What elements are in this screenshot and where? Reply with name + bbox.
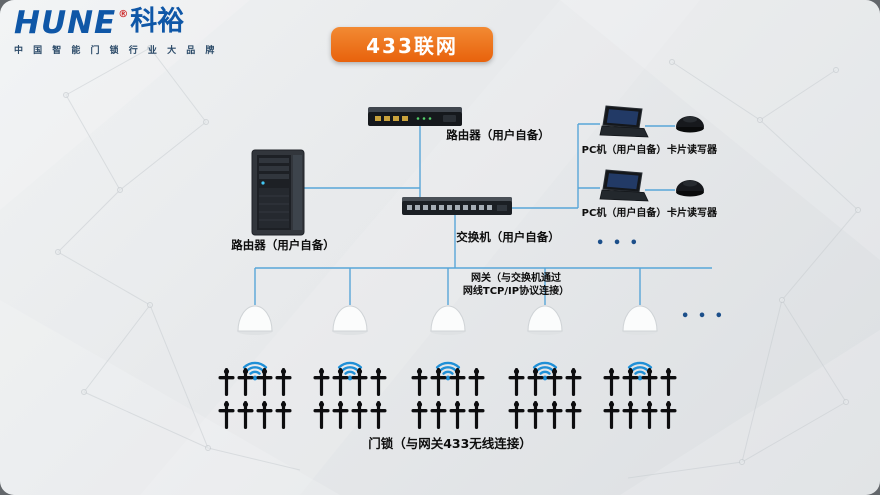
more-gateways-ellipsis: • • • <box>681 309 725 324</box>
card-reader-2 <box>676 180 704 197</box>
gateway-label-line1: 网关（与交换机通过 <box>471 273 561 284</box>
reader2-label: 卡片读写器 <box>667 208 717 219</box>
pc-laptop-2 <box>599 169 649 202</box>
tower-server-icon <box>251 149 305 236</box>
brand-tagline: 中 国 智 能 门 锁 行 业 大 品 牌 <box>14 46 218 56</box>
router-icon <box>368 107 462 126</box>
pc1-label: PC机（用户自备） <box>581 145 667 156</box>
pc-laptop-1 <box>599 105 649 138</box>
gateway-cluster-3 <box>412 306 485 429</box>
brand-name-cn: 科裕 <box>130 6 185 37</box>
more-pcs-ellipsis: • • • <box>596 236 640 251</box>
gateway-cluster-4 <box>509 306 582 429</box>
brand-name-en: HUNE <box>14 5 117 41</box>
switch-icon <box>402 197 512 215</box>
brand-logo: HUNE ® 科裕 中 国 智 能 门 锁 行 业 大 品 牌 <box>14 5 218 56</box>
locks-label: 门锁（与网关433无线连接） <box>368 436 532 451</box>
gateway-cluster-1 <box>219 306 292 429</box>
gateway-cluster-5 <box>604 306 677 429</box>
tower-label: 路由器（用户自备） <box>231 238 335 252</box>
gateway-label-line2: 网线TCP/IP协议连接） <box>462 286 570 297</box>
router-label: 路由器（用户自备） <box>446 128 550 142</box>
pc2-label: PC机（用户自备） <box>581 208 667 219</box>
card-reader-1 <box>676 116 704 133</box>
switch-label: 交换机（用户自备） <box>456 230 560 244</box>
connection-lines <box>254 123 712 305</box>
reader1-label: 卡片读写器 <box>667 145 717 156</box>
registered-trademark-icon: ® <box>118 9 129 20</box>
gateway-cluster-2 <box>314 306 387 429</box>
title-badge: 433联网 <box>331 27 493 62</box>
